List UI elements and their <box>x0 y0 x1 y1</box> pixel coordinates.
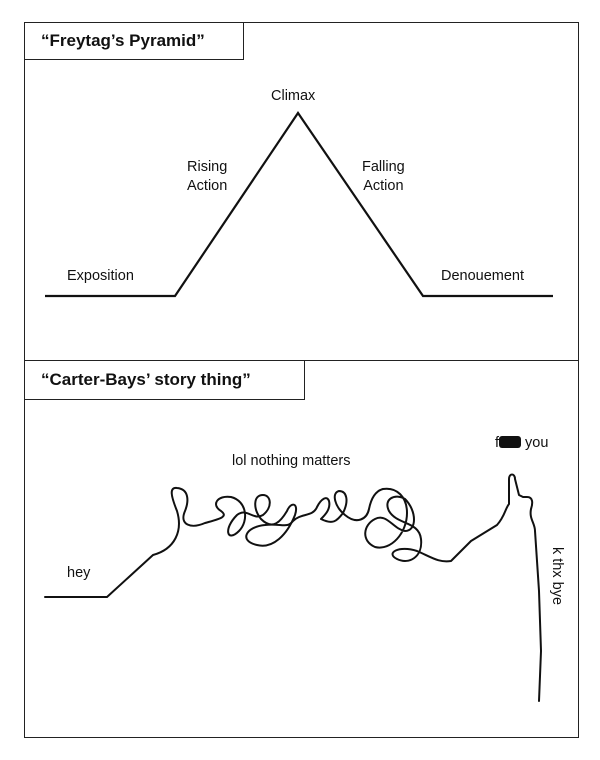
denouement-label: Denouement <box>441 268 525 284</box>
carter-bays-title: “Carter-Bays’ story thing” <box>24 360 305 400</box>
story-squiggle-line <box>44 473 542 702</box>
climax-label: Climax <box>271 88 316 104</box>
freytag-title: “Freytag’s Pyramid” <box>24 22 244 60</box>
freytag-pyramid-drawing <box>45 111 553 298</box>
censor-bar <box>499 436 522 448</box>
carter-bays-drawing <box>44 473 542 702</box>
k-thx-bye-label: k thx bye <box>549 547 565 606</box>
hey-label: hey <box>67 565 91 581</box>
freytag-panel: “Freytag’s Pyramid” Climax Rising Action… <box>24 22 579 361</box>
you-label-suffix: you <box>521 435 549 451</box>
exposition-label: Exposition <box>67 268 134 284</box>
rising-action-label: Rising Action <box>187 159 228 194</box>
carter-bays-panel: “Carter-Bays’ story thing” hey lol nothi… <box>24 360 579 738</box>
nothing-matters-label: lol nothing matters <box>232 453 351 469</box>
falling-action-label: Falling Action <box>362 159 405 194</box>
you-label: f you <box>495 434 548 453</box>
pyramid-line <box>45 111 553 298</box>
you-label-prefix: f <box>495 435 500 451</box>
